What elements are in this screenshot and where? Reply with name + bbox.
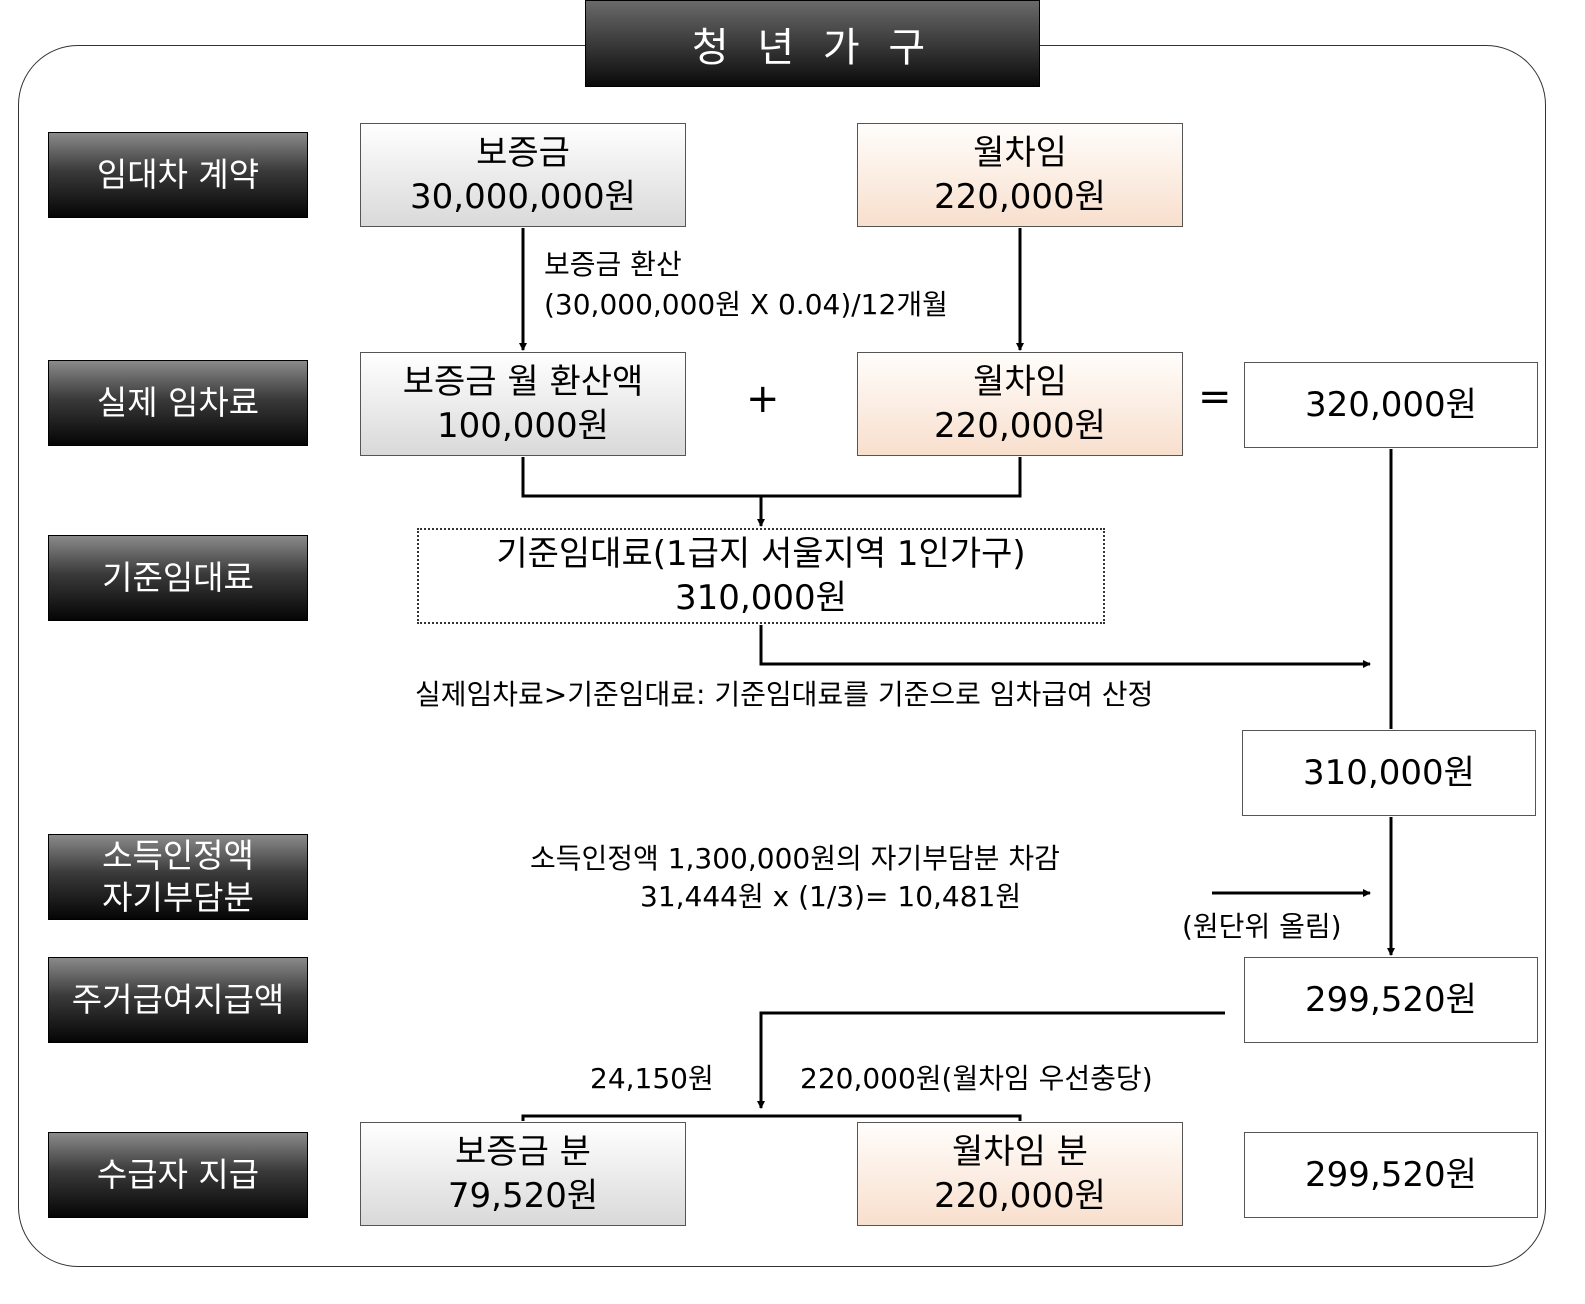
monthly-rent-box: 월차임 220,000원 (857, 123, 1183, 227)
deposit-portion-box: 보증금 분 79,520원 (360, 1122, 686, 1226)
benefit-box: 299,520원 (1244, 957, 1538, 1043)
standard-rent-value: 310,000원 (675, 578, 847, 618)
conversion-line2: (30,000,000원 X 0.04)/12개월 (544, 288, 948, 321)
actual-monthly-rent-value: 220,000원 (934, 406, 1106, 446)
standard-result-box: 310,000원 (1242, 730, 1536, 816)
actual-monthly-rent-box: 월차임 220,000원 (857, 352, 1183, 456)
equals-sign: = (1198, 374, 1232, 420)
standard-rent-box: 기준임대료(1급지 서울지역 1인가구) 310,000원 (417, 528, 1105, 624)
converted-deposit-value: 100,000원 (437, 406, 609, 446)
deposit-box: 보증금 30,000,000원 (360, 123, 686, 227)
label-actual-rent: 실제 임차료 (48, 360, 308, 446)
conversion-line1: 보증금 환산 (544, 248, 682, 281)
monthly-portion-title: 월차임 분 (952, 1132, 1088, 1172)
label-standard-rent-text: 기준임대료 (102, 558, 254, 597)
split-left-text: 24,150원 (590, 1062, 714, 1095)
monthly-portion-value: 220,000원 (934, 1176, 1106, 1216)
label-benefit: 주거급여지급액 (48, 957, 308, 1043)
standard-rent-note: 실제임차료>기준임대료: 기준임대료를 기준으로 임차급여 산정 (415, 678, 1154, 711)
label-lease-text: 임대차 계약 (96, 155, 260, 194)
label-income: 소득인정액 자기부담분 (48, 834, 308, 920)
line-payment-branches (521, 1114, 1022, 1120)
line-benefit-split (757, 1011, 1225, 1109)
standard-rent-title: 기준임대료(1급지 서울지역 1인가구) (496, 534, 1026, 574)
split-right-text: 220,000원(월차임 우선충당) (800, 1062, 1153, 1095)
label-payment-text: 수급자 지급 (96, 1155, 260, 1194)
monthly-rent-value: 220,000원 (934, 177, 1106, 217)
rounding-note: (원단위 올림) (1182, 910, 1342, 943)
income-line1: 소득인정액 1,300,000원의 자기부담분 차감 (530, 842, 1060, 875)
deposit-title: 보증금 (476, 133, 570, 173)
label-benefit-text: 주거급여지급액 (71, 980, 285, 1019)
converted-deposit-box: 보증금 월 환산액 100,000원 (360, 352, 686, 456)
label-income-line2: 자기부담분 (102, 878, 254, 917)
actual-monthly-rent-title: 월차임 (973, 362, 1067, 402)
label-lease: 임대차 계약 (48, 132, 308, 218)
line-merge-actual (521, 457, 1022, 498)
monthly-rent-title: 월차임 (973, 133, 1067, 173)
arrow-standard-to-result (759, 625, 1371, 668)
benefit-value: 299,520원 (1305, 980, 1477, 1020)
actual-total-value: 320,000원 (1305, 385, 1477, 425)
deposit-value: 30,000,000원 (410, 177, 636, 217)
label-income-line1: 소득인정액 (102, 836, 254, 875)
plus-sign: + (746, 376, 780, 422)
actual-total-box: 320,000원 (1244, 362, 1538, 448)
diagram-title: 청 년 가 구 (585, 0, 1040, 87)
deposit-portion-title: 보증금 분 (455, 1132, 591, 1172)
label-standard-rent: 기준임대료 (48, 535, 308, 621)
label-payment: 수급자 지급 (48, 1132, 308, 1218)
label-actual-rent-text: 실제 임차료 (96, 383, 260, 422)
standard-result-value: 310,000원 (1303, 753, 1475, 793)
monthly-portion-box: 월차임 분 220,000원 (857, 1122, 1183, 1226)
income-line2: 31,444원 x (1/3)= 10,481원 (640, 880, 1022, 913)
payment-total-box: 299,520원 (1244, 1132, 1538, 1218)
converted-deposit-title: 보증금 월 환산액 (402, 362, 644, 402)
deposit-portion-value: 79,520원 (447, 1176, 599, 1216)
payment-total-value: 299,520원 (1305, 1155, 1477, 1195)
